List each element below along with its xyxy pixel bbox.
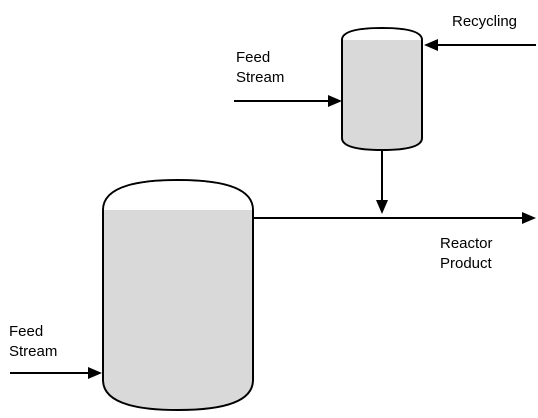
reactor-vessel (102, 178, 254, 412)
small-vessel-outlet-arrow (376, 150, 388, 214)
small-vessel-body (341, 26, 423, 152)
small-vessel-headspace (343, 29, 421, 40)
recycling-arrow (424, 39, 536, 51)
feed-stream-top-arrow (234, 95, 342, 107)
reactor-vessel-headspace (104, 181, 252, 210)
small-vessel (341, 26, 423, 152)
reactor-vessel-body (102, 178, 254, 412)
reactor-product-arrow (253, 212, 536, 224)
feed-stream-top-label: Feed Stream (236, 49, 284, 86)
recycling-label: Recycling (452, 13, 517, 30)
feed-stream-bottom-label: Feed Stream (9, 323, 57, 360)
reactor-product-label: Reactor Product (440, 235, 497, 272)
feed-stream-bottom-arrow (10, 367, 102, 379)
